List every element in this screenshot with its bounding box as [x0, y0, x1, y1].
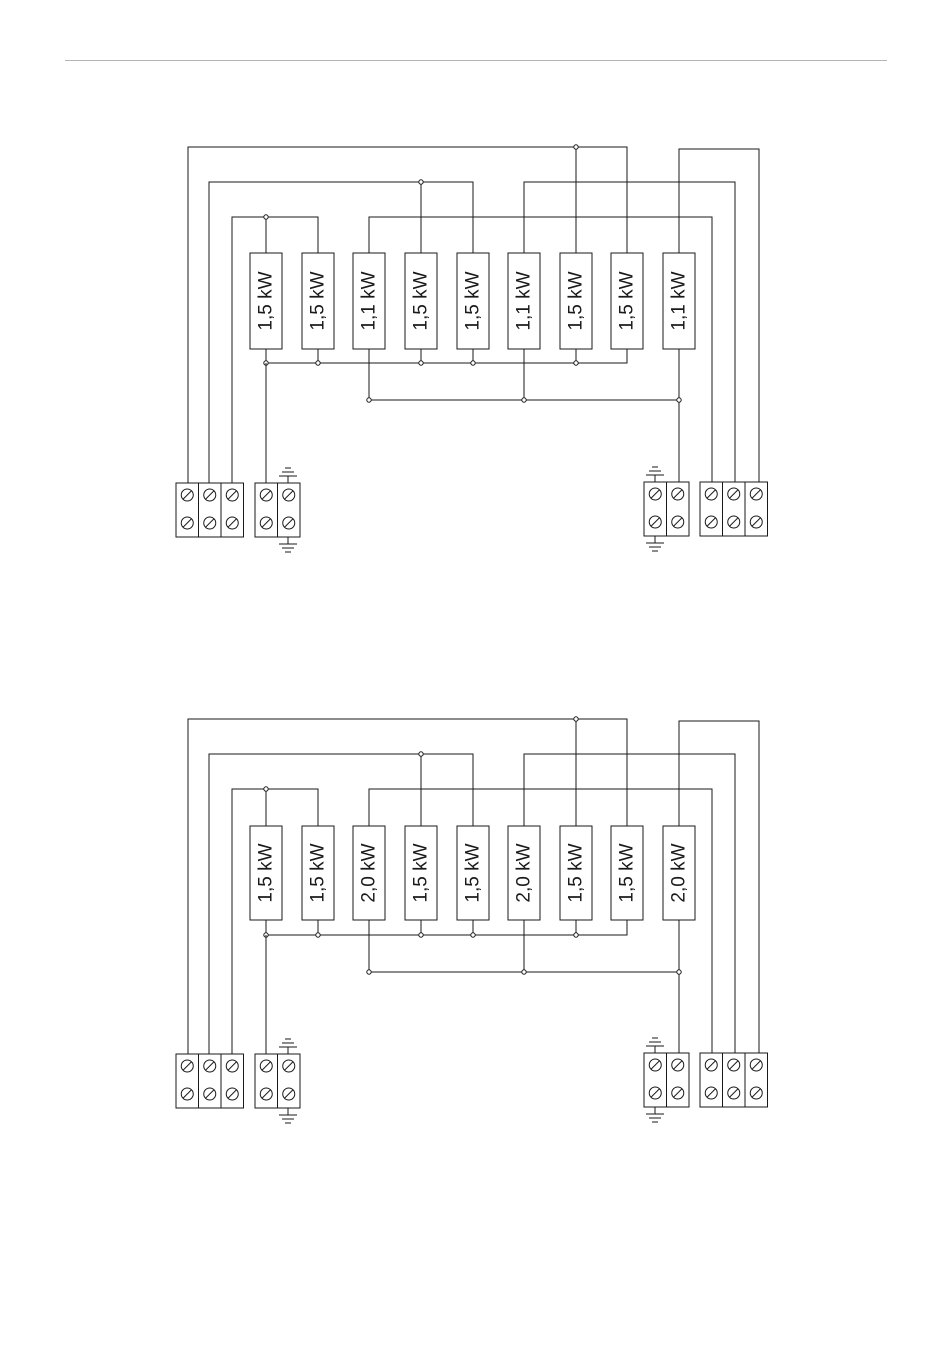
terminal-screw-icon — [204, 517, 216, 529]
terminal-screw-icon — [672, 516, 684, 528]
junction-dot — [522, 398, 526, 402]
terminal-screw-icon — [204, 489, 216, 501]
ground-symbol-icon — [279, 537, 297, 552]
terminal-screw-icon — [181, 1060, 193, 1072]
junction-dot — [316, 933, 320, 937]
terminal-screw-icon — [181, 517, 193, 529]
junction-dot — [419, 933, 423, 937]
heater-power-label: 1,5 kW — [411, 271, 432, 330]
ground-symbol-icon — [646, 536, 664, 551]
terminal-screw-icon — [728, 1059, 740, 1071]
junction-dot — [522, 970, 526, 974]
terminal-screw-icon — [705, 1087, 717, 1099]
heater-power-label: 2,0 kW — [359, 843, 380, 902]
ground-symbol-icon — [646, 467, 664, 482]
heater-power-label: 1,5 kW — [308, 843, 329, 902]
terminal-screw-icon — [260, 489, 272, 501]
ground-symbol-icon — [279, 468, 297, 483]
terminal-screw-icon — [260, 1088, 272, 1100]
terminal-screw-icon — [672, 1059, 684, 1071]
junction-dot — [471, 933, 475, 937]
junction-dot — [367, 970, 371, 974]
terminal-screw-icon — [226, 517, 238, 529]
terminal-screw-icon — [283, 1088, 295, 1100]
terminal-screw-icon — [260, 1060, 272, 1072]
terminal-screw-icon — [226, 1088, 238, 1100]
junction-dot — [574, 361, 578, 365]
terminal-screw-icon — [181, 489, 193, 501]
wiring-diagram-bottom: 1,5 kW 1,5 kW 2,0 kW 1,5 kW 1,5 kW 2,0 kW 1,5 … — [0, 572, 950, 1172]
terminal-screw-icon — [283, 1060, 295, 1072]
heater-power-label: 1,5 kW — [256, 271, 277, 330]
ground-symbol-icon — [279, 1039, 297, 1054]
terminal-screw-icon — [226, 1060, 238, 1072]
wiring-diagram-top: 1,5 kW 1,5 kW 1,1 kW 1,5 kW 1,5 kW 1,1 kW 1,5 … — [0, 0, 950, 600]
terminal-screw-icon — [750, 1059, 762, 1071]
terminal-screw-icon — [705, 516, 717, 528]
heater-power-label: 1,5 kW — [411, 843, 432, 902]
junction-dot — [419, 180, 423, 184]
junction-dot — [264, 787, 268, 791]
terminal-screw-icon — [226, 489, 238, 501]
terminal-screw-icon — [728, 1087, 740, 1099]
heater-power-label: 1,5 kW — [308, 271, 329, 330]
terminal-screw-icon — [750, 488, 762, 500]
junction-dot — [419, 752, 423, 756]
junction-dot — [677, 970, 681, 974]
terminal-screw-icon — [649, 488, 661, 500]
terminal-screw-icon — [181, 1088, 193, 1100]
terminal-screw-icon — [204, 1088, 216, 1100]
junction-dot — [419, 361, 423, 365]
terminal-screw-icon — [672, 1087, 684, 1099]
heater-power-label: 1,1 kW — [359, 271, 380, 330]
terminal-screw-icon — [649, 1059, 661, 1071]
ground-symbol-icon — [279, 1108, 297, 1123]
heater-power-label: 2,0 kW — [669, 843, 690, 902]
junction-dot — [677, 398, 681, 402]
junction-dot — [264, 215, 268, 219]
terminal-screw-icon — [705, 1059, 717, 1071]
terminal-screw-icon — [728, 488, 740, 500]
terminal-screw-icon — [672, 488, 684, 500]
ground-symbol-icon — [646, 1038, 664, 1053]
heater-power-label: 2,0 kW — [514, 843, 535, 902]
terminal-screw-icon — [750, 1087, 762, 1099]
heater-power-label: 1,1 kW — [514, 271, 535, 330]
heater-power-label: 1,1 kW — [669, 271, 690, 330]
heater-power-label: 1,5 kW — [463, 843, 484, 902]
junction-dot — [316, 361, 320, 365]
junction-dot — [574, 933, 578, 937]
heater-power-label: 1,5 kW — [566, 843, 587, 902]
junction-dot — [367, 398, 371, 402]
heater-power-label: 1,5 kW — [566, 271, 587, 330]
terminal-screw-icon — [750, 516, 762, 528]
heater-power-label: 1,5 kW — [617, 843, 638, 902]
terminal-screw-icon — [283, 489, 295, 501]
heater-power-label: 1,5 kW — [617, 271, 638, 330]
terminal-screw-icon — [649, 1087, 661, 1099]
wire — [266, 920, 627, 935]
heater-power-label: 1,5 kW — [256, 843, 277, 902]
ground-symbol-icon — [646, 1107, 664, 1122]
terminal-screw-icon — [649, 516, 661, 528]
wire — [266, 349, 627, 363]
terminal-screw-icon — [204, 1060, 216, 1072]
terminal-screw-icon — [728, 516, 740, 528]
junction-dot — [471, 361, 475, 365]
junction-dot — [574, 717, 578, 721]
terminal-screw-icon — [260, 517, 272, 529]
terminal-screw-icon — [705, 488, 717, 500]
junction-dot — [574, 145, 578, 149]
heater-power-label: 1,5 kW — [463, 271, 484, 330]
terminal-screw-icon — [283, 517, 295, 529]
